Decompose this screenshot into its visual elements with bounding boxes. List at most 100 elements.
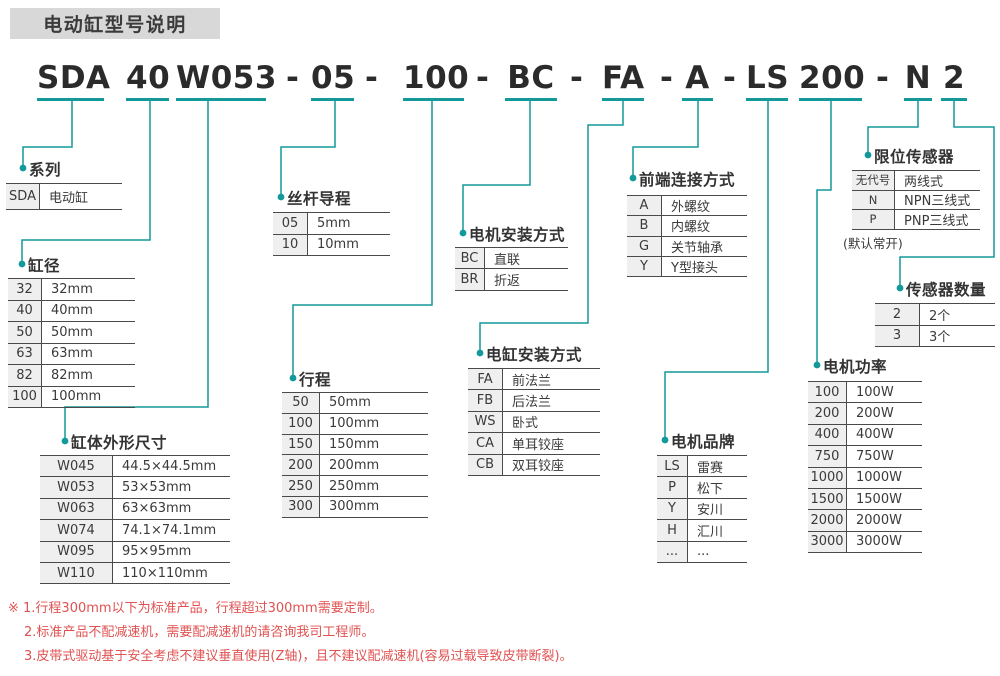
desc-cell: 50mm [51, 324, 93, 340]
desc-cell: 10mm [317, 237, 359, 253]
table-row: 10 10mm [273, 234, 390, 256]
desc-cell: 200W [856, 406, 894, 422]
model-segment-series: SDA [37, 58, 110, 101]
code-cell: W053 [40, 477, 113, 498]
desc-cell: 汇川 [697, 524, 724, 540]
desc-cell: 82mm [51, 367, 93, 383]
code-cell: Y [657, 498, 688, 520]
desc-cell: ... [697, 544, 710, 560]
desc-cell: 2个 [929, 308, 951, 324]
code-cell: P [657, 477, 688, 498]
model-segment-lead: 05 [311, 58, 355, 101]
code-cell: BR [455, 269, 485, 290]
footnote-2: 2.标准产品不配减速机，需要配减速机的请咨询我司工程师。 [24, 625, 375, 640]
model-separator: - [570, 60, 583, 96]
code-cell: G [627, 236, 662, 256]
desc-cell: 后法兰 [512, 395, 552, 411]
table-row: FB 后法兰 [468, 390, 600, 412]
desc-cell: 内螺纹 [671, 220, 711, 236]
desc-cell: 100mm [51, 389, 102, 405]
model-segment-limit-sensor: N [904, 58, 932, 101]
desc-cell: 3000W [856, 534, 902, 550]
code-cell: A [627, 196, 662, 216]
code-cell: 400 [808, 424, 847, 446]
table-row: W095 95×95mm [40, 541, 230, 563]
desc-cell: 110×110mm [122, 565, 208, 581]
desc-cell: 两线式 [904, 174, 944, 190]
model-segment-sensor-qty: 2 [941, 58, 967, 101]
code-cell: 3000 [808, 531, 847, 553]
table-row: H 汇川 [657, 520, 747, 542]
code-cell: P [852, 210, 895, 229]
code-cell: SDA [6, 184, 40, 209]
code-cell: W095 [40, 541, 113, 562]
code-cell: 无代号 [852, 171, 895, 190]
table-row: 200 200mm [282, 455, 428, 477]
code-cell: 750 [808, 446, 847, 467]
desc-cell: 200mm [329, 457, 380, 473]
desc-cell: 95×95mm [122, 544, 192, 560]
table-row: BR 折返 [455, 269, 568, 291]
code-cell: 10 [273, 234, 308, 255]
code-cell: B [627, 216, 662, 236]
table-title-cyl-mount: 电缸安装方式 [486, 346, 583, 364]
model-separator: - [476, 60, 489, 96]
model-segment-stroke: 100 [403, 58, 469, 101]
table-title-motor-mount: 电机安装方式 [469, 226, 566, 244]
desc-cell: 松下 [697, 482, 724, 498]
table-row: 2 2个 [875, 304, 995, 326]
table-title-limit-sensor: 限位传感器 [874, 148, 955, 166]
code-cell: 200 [282, 455, 320, 476]
code-cell: 05 [273, 213, 308, 234]
model-segment-motor-mount: BC [505, 58, 557, 101]
desc-cell: 安川 [697, 503, 724, 519]
desc-cell: 250mm [329, 478, 380, 494]
model-separator: - [365, 60, 378, 96]
code-cell: N [852, 190, 895, 209]
table-title-front-conn: 前端连接方式 [639, 171, 736, 189]
table-title-sensor-qty: 传感器数量 [906, 281, 987, 299]
code-cell: 32 [8, 279, 42, 300]
code-cell: 150 [282, 434, 320, 455]
code-cell: 50 [8, 322, 42, 343]
desc-cell: 63mm [51, 346, 93, 362]
code-cell: CB [468, 454, 503, 475]
code-cell: H [657, 520, 688, 541]
code-cell: W063 [40, 498, 113, 520]
code-cell: FB [468, 390, 503, 411]
desc-cell: 折返 [494, 274, 521, 290]
desc-cell: PNP三线式 [904, 213, 969, 229]
code-cell: 1500 [808, 488, 847, 510]
code-cell: BC [455, 248, 485, 269]
page-title: 电动缸型号说明 [10, 8, 220, 39]
code-cell: 2 [875, 304, 920, 325]
code-cell: 300 [282, 496, 320, 517]
desc-cell: 1000W [856, 470, 902, 486]
code-cell: 100 [808, 382, 847, 403]
model-segment-cyl-mount: FA [602, 58, 644, 101]
table-title-motor-brand: 电机品牌 [671, 433, 736, 451]
